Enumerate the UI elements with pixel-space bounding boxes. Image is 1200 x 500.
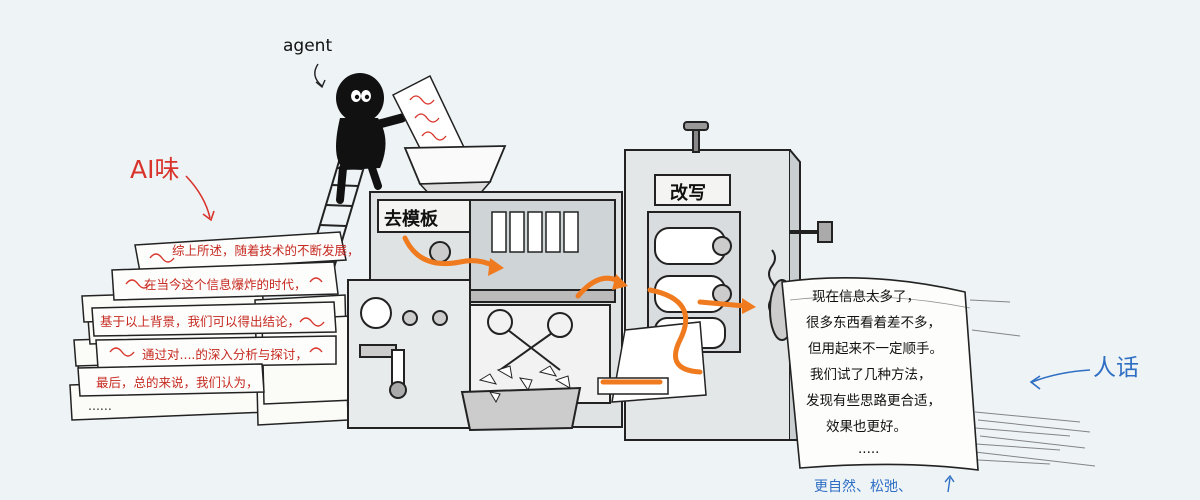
output-line: 我们试了几种方法， <box>810 367 932 383</box>
template-removal-label: 去模板 <box>384 209 438 230</box>
flow-arrowheads <box>488 258 756 314</box>
output-line: 但用起来不一定顺手。 <box>808 341 943 357</box>
ai-flavor-label: AI味 <box>130 155 180 184</box>
ai-flavor-arrow <box>185 175 211 219</box>
input-strip-text: 最后，总的来说，我们认为， <box>96 375 259 390</box>
input-strip-text: 在当今这个信息爆炸的时代， <box>144 277 307 292</box>
motion-lines <box>969 299 1096 467</box>
output-line: 现在信息太多了， <box>812 289 920 305</box>
footer-note: 更自然、松弛、 <box>814 479 912 495</box>
hopper <box>403 145 507 185</box>
human-speech-label: 人话 <box>1093 355 1139 381</box>
input-strip-text: ...... <box>88 398 112 413</box>
agent-label: agent <box>283 36 333 56</box>
rewrite-label: 改写 <box>670 183 706 204</box>
agent-figure <box>336 73 472 204</box>
output-paper <box>781 276 979 471</box>
output-line: 效果也更好。 <box>826 419 907 435</box>
input-strips <box>77 231 347 397</box>
agent-pointer <box>314 63 323 87</box>
scissors-icon <box>487 309 573 371</box>
human-speech-arrow <box>1031 369 1091 383</box>
template-machine <box>347 191 623 432</box>
swirl-decorations <box>109 253 325 357</box>
flow-arrows <box>402 235 748 375</box>
output-line: ..... <box>858 441 880 457</box>
input-strip-text: 综上所述，随着技术的不断发展， <box>172 243 360 258</box>
input-strip-text: 通过对....的深入分析与探讨， <box>142 347 308 362</box>
paper-scraps <box>478 365 571 404</box>
output-line: 很多东西看着差不多， <box>806 315 941 331</box>
input-strip-text: 基于以上背景，我们可以得出结论， <box>100 314 301 329</box>
output-line: 发现有些思路更合适， <box>806 393 941 409</box>
